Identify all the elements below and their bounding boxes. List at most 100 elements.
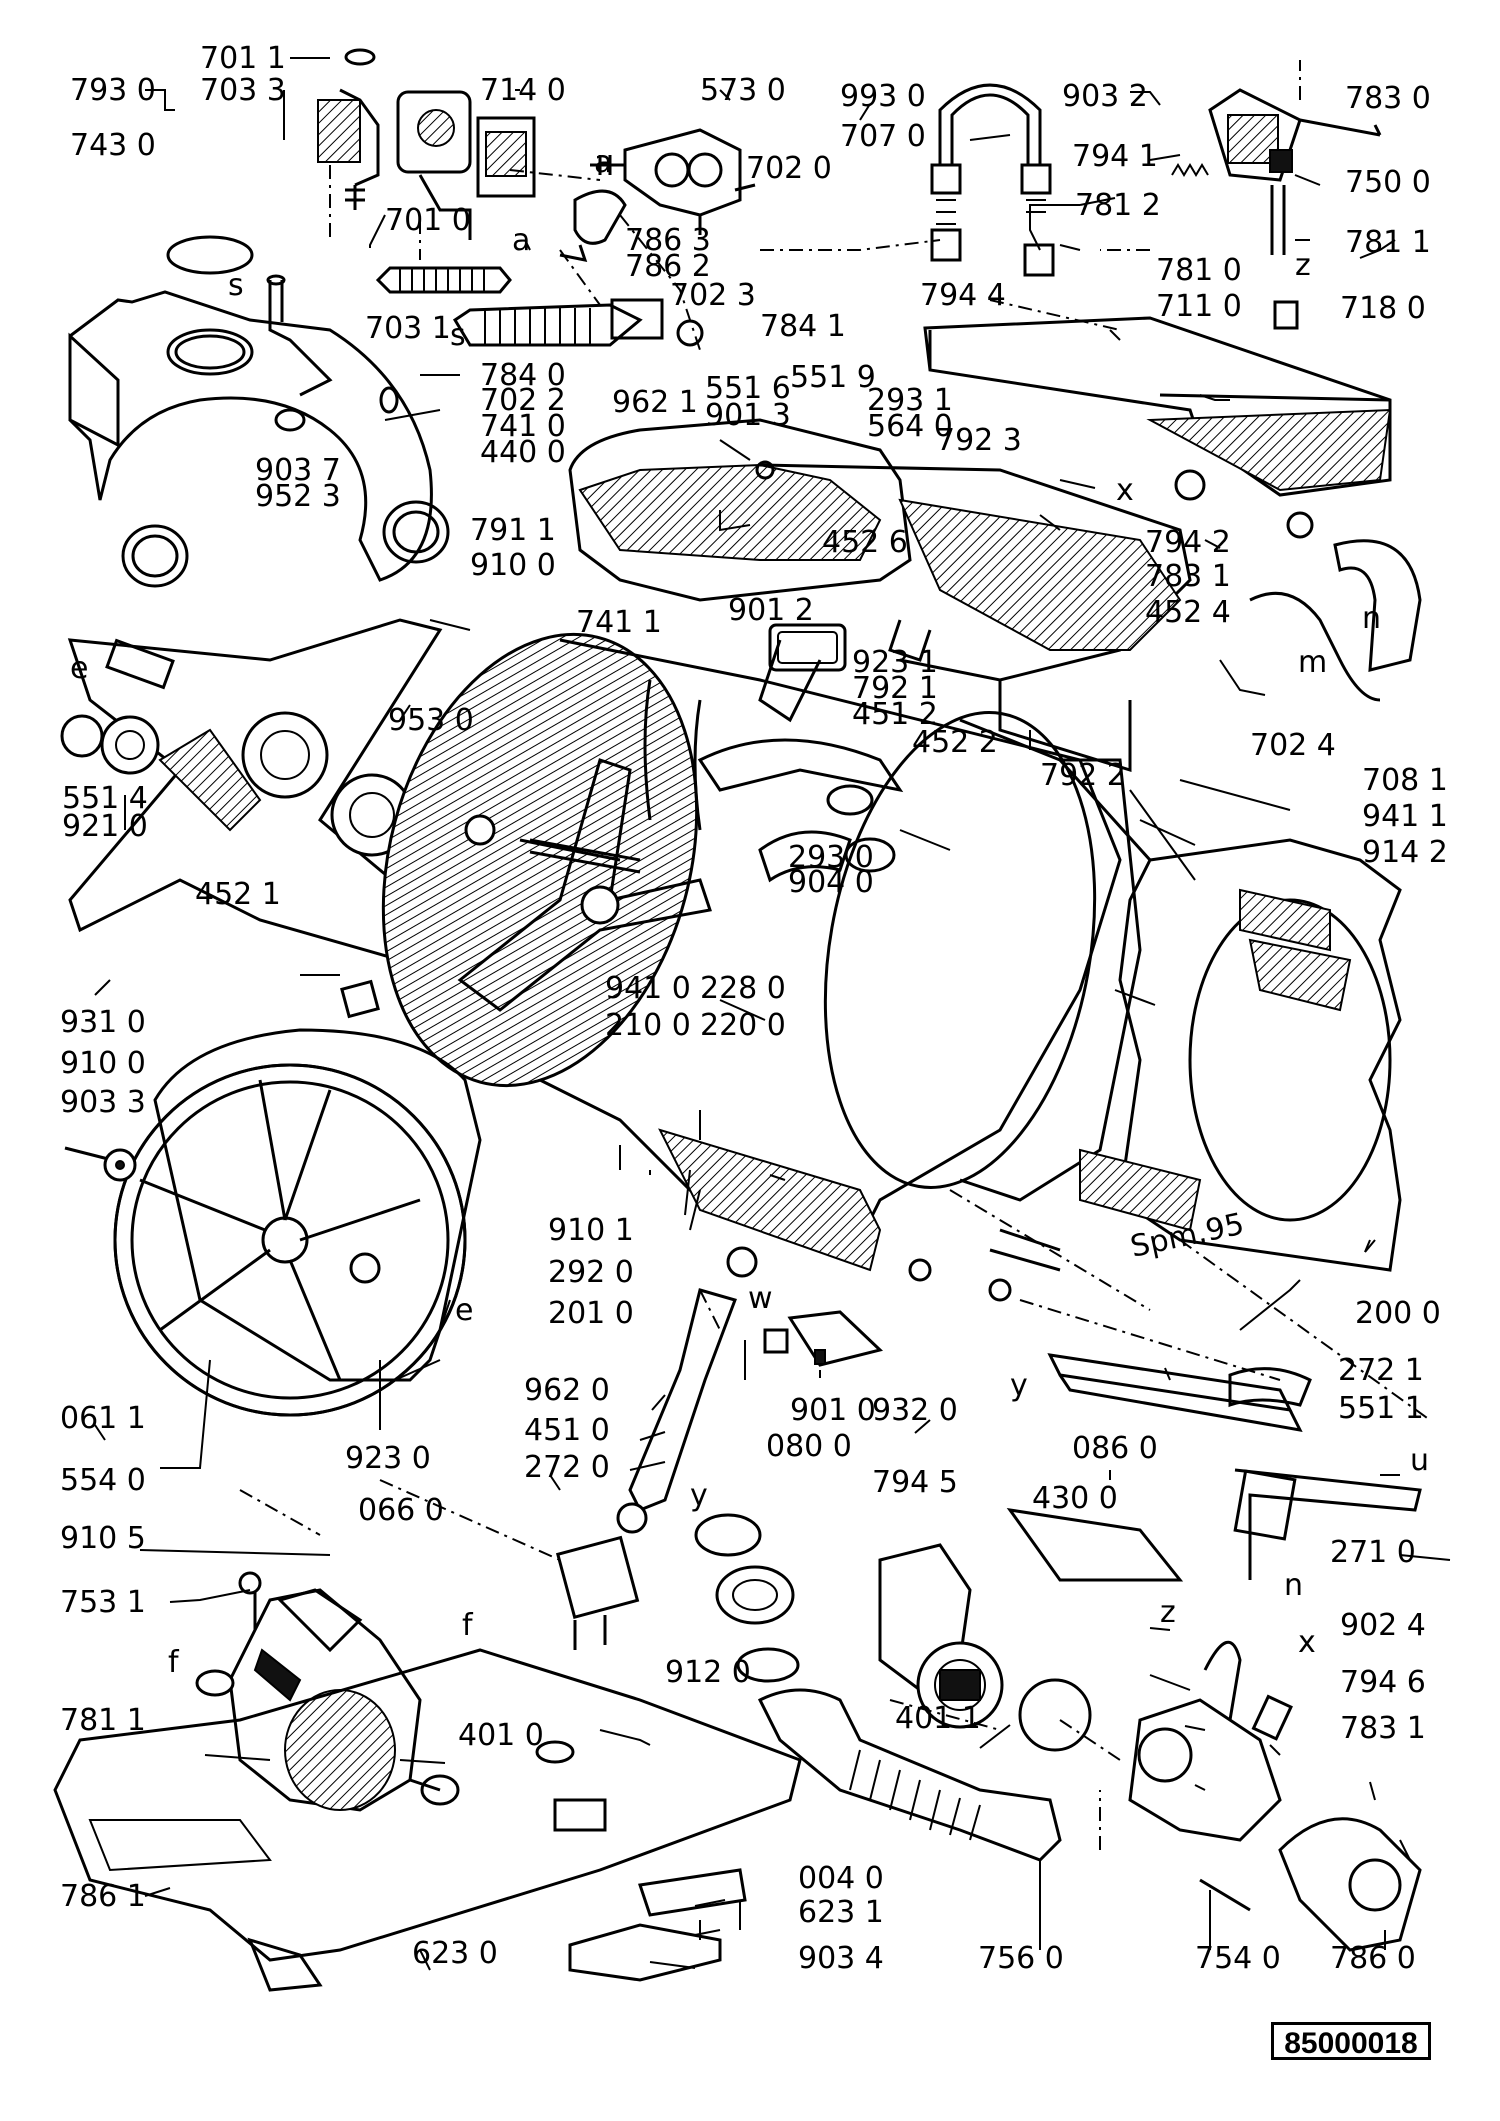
part-label: 702 2 (480, 383, 566, 418)
part-label: 921 0 (62, 809, 148, 844)
part-label: 910 1 (548, 1213, 634, 1248)
part-label: 741 1 (576, 605, 662, 640)
part-label: 711 0 (1156, 289, 1242, 324)
drum-spider (67, 618, 443, 962)
part-label: 953 0 (388, 703, 474, 738)
part-label: 784 0 (480, 358, 566, 393)
part-label: 923 0 (345, 1441, 431, 1476)
part-label: 703 3 (200, 73, 286, 108)
part-label: 786 2 (625, 249, 711, 284)
suspension-pad (1228, 1367, 1312, 1408)
part-label: 401 1 (895, 1701, 981, 1736)
mark-y-2: y (690, 1478, 708, 1513)
part-label: 708 1 (1362, 763, 1448, 798)
mark-e-2: e (455, 1293, 473, 1328)
bearing-left (60, 714, 160, 775)
part-label: 794 5 (872, 1465, 958, 1500)
part-label: 080 0 (766, 1429, 852, 1464)
part-label: 702 0 (746, 151, 832, 186)
part-label: 912 0 (665, 1655, 751, 1690)
mark-s-1: s (228, 268, 244, 303)
part-label: 794 6 (1340, 1665, 1426, 1700)
part-label: 451 0 (524, 1413, 610, 1448)
triple-solenoid-valve (590, 128, 756, 235)
part-label: 718 0 (1340, 291, 1426, 326)
mark-f-2: f (168, 1645, 180, 1680)
mark-x-2: x (1298, 1625, 1316, 1660)
drive-belt (153, 1028, 482, 1382)
connector-pipe (266, 274, 286, 322)
hose-clamp-u (930, 83, 1055, 277)
assembly-lines (239, 60, 1431, 1850)
part-label: 554 0 (60, 1463, 146, 1498)
part-label: 551 1 (1338, 1391, 1424, 1426)
shock-absorber (616, 1246, 758, 1534)
part-label: 901 0 (790, 1393, 876, 1428)
part-label: 452 1 (195, 877, 281, 912)
pressure-switch-plate (1006, 1468, 1422, 1582)
part-label: 228 0 (700, 971, 786, 1006)
part-label: 623 1 (798, 1895, 884, 1930)
part-label: 086 0 (1072, 1431, 1158, 1466)
part-label: 902 4 (1340, 1608, 1426, 1643)
part-label: 452 6 (822, 525, 908, 560)
part-label: 401 0 (458, 1718, 544, 1753)
part-labels: 701 1 703 3 793 0 743 0 714 0 573 0 993 … (60, 41, 1448, 1976)
elbow-connector (559, 189, 627, 262)
pump-filter-housing (1128, 1640, 1422, 1952)
part-label: 903 7 (255, 453, 341, 488)
part-label: 784 1 (760, 309, 846, 344)
base-plate (53, 1648, 802, 1992)
seal-gasket (768, 623, 847, 672)
part-label: 701 1 (200, 41, 286, 76)
part-label: 901 3 (705, 398, 791, 433)
part-label: 910 5 (60, 1521, 146, 1556)
inlet-hose-lower (452, 298, 704, 347)
part-label: 440 0 (480, 435, 566, 470)
mark-n-1: n (1362, 601, 1381, 636)
mark-e-1: e (70, 651, 88, 686)
part-label: 783 1 (1340, 1711, 1426, 1746)
part-label: 004 0 (798, 1861, 884, 1896)
part-label: 781 2 (1075, 188, 1161, 223)
inlet-hose-upper (375, 266, 512, 294)
part-label: 702 4 (1250, 728, 1336, 763)
part-label: 573 0 (700, 73, 786, 108)
part-label: 714 0 (480, 73, 566, 108)
part-label: 452 4 (1145, 595, 1231, 630)
part-label: 910 0 (60, 1046, 146, 1081)
part-label: 623 0 (412, 1936, 498, 1971)
mark-a-1: a (594, 145, 612, 180)
drum-pulley (113, 1063, 467, 1417)
part-label: 551 4 (62, 781, 148, 816)
flow-regulator (396, 90, 536, 240)
part-label: 741 0 (480, 409, 566, 444)
part-label: 794 2 (1145, 525, 1231, 560)
part-label: 923 1 (852, 645, 938, 680)
mark-z-2: z (1160, 1595, 1176, 1630)
part-label: 703 1 (365, 311, 451, 346)
suspension-bracket (763, 1310, 884, 1367)
part-label: 754 0 (1195, 1941, 1281, 1976)
part-label: 293 0 (788, 840, 874, 875)
part-label: 792 3 (936, 423, 1022, 458)
mark-m: m (1298, 645, 1327, 680)
part-label: 430 0 (1032, 1481, 1118, 1516)
part-label: 932 0 (872, 1393, 958, 1428)
base-foot (568, 1868, 747, 1982)
part-label: 272 1 (1338, 1353, 1424, 1388)
part-label: 210 0 (605, 1008, 691, 1043)
drum-tub (381, 632, 1122, 1272)
part-label: 293 1 (867, 383, 953, 418)
part-label: 786 0 (1330, 1941, 1416, 1976)
part-label: 702 3 (670, 278, 756, 313)
mark-a-2: a (512, 223, 530, 258)
pump-hose-seal (694, 1513, 800, 1683)
o-ring-seal (166, 235, 254, 275)
drain-pump (878, 1543, 1092, 1752)
part-label: 783 0 (1345, 81, 1431, 116)
bolt-and-washer (64, 1146, 137, 1182)
part-label: 904 0 (788, 865, 874, 900)
part-label: 201 0 (548, 1296, 634, 1331)
